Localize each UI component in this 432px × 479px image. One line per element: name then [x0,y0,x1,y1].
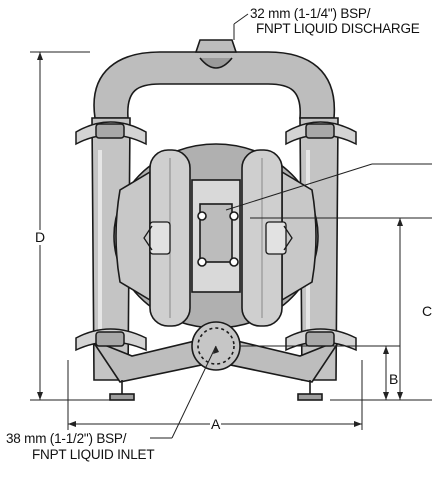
dimension-label-a: A [210,416,222,432]
dimension-lines [30,13,432,439]
dimension-label-d: D [34,229,47,245]
inlet-label-line2: FNPT LIQUID INLET [32,447,155,462]
pump-body [113,143,319,329]
arrowheads [37,52,403,427]
dimension-label-b: B [388,371,400,387]
middle-clamps [143,221,293,255]
discharge-manifold [93,39,336,119]
upper-clamps [75,121,357,146]
discharge-label-line1: 32 mm (1-1/4") BSP/ [250,6,371,21]
dimension-label-c: C [421,303,432,319]
discharge-label-line2: FNPT LIQUID DISCHARGE [256,21,420,36]
inlet-label-line1: 38 mm (1-1/2") BSP/ [6,431,127,446]
